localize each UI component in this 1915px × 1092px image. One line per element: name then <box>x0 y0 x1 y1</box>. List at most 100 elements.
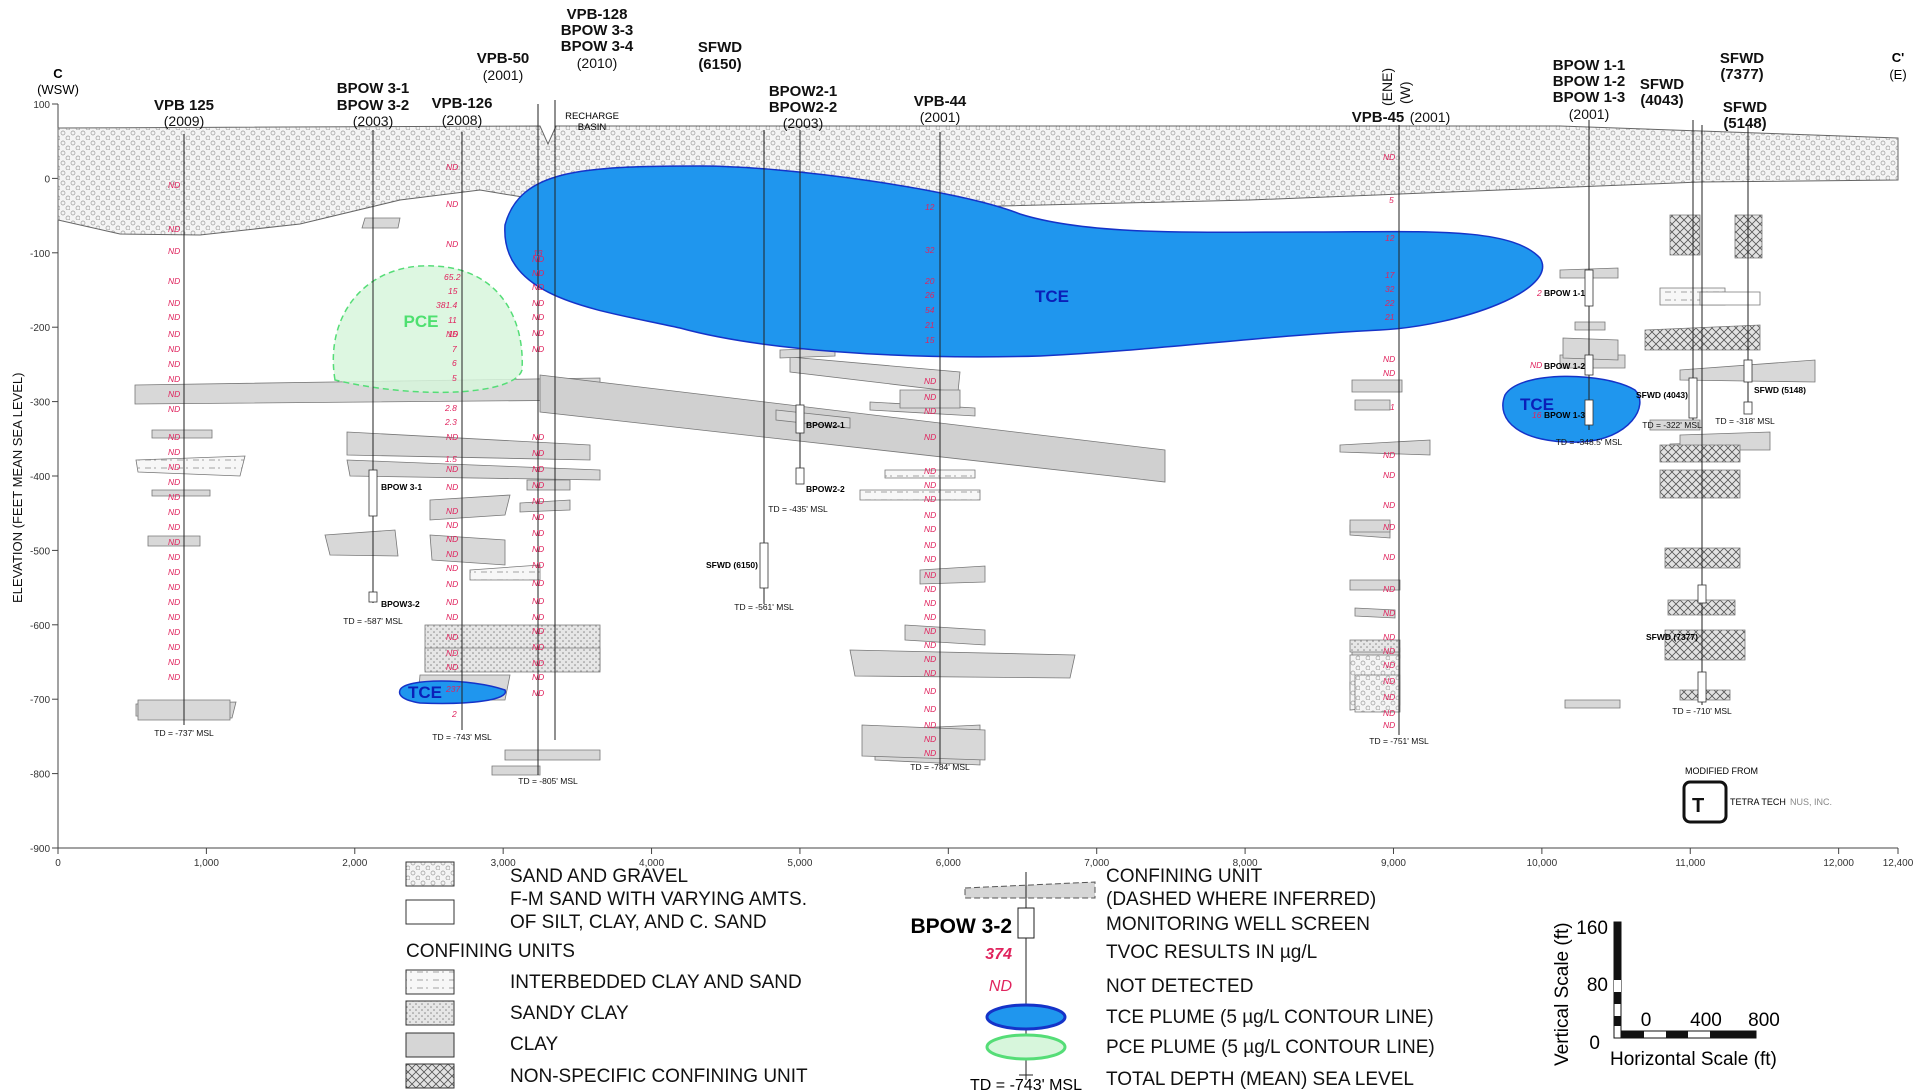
result-value: 32 <box>925 245 935 255</box>
result-value: 7 <box>452 344 457 354</box>
credit: MODIFIED FROM T TETRA TECH NUS, INC. <box>1682 766 1832 824</box>
well-label-bpow32: BPOW 3-2 <box>337 97 410 114</box>
x-tick-label: 10,000 <box>1527 858 1558 869</box>
td-bpow2: TD = -435' MSL <box>768 504 828 514</box>
well-year-vpb44: (2001) <box>920 109 960 125</box>
well-lines <box>183 100 1749 775</box>
y-tick-label: -900 <box>30 844 50 855</box>
nd-marker: ND <box>924 480 936 490</box>
nd-marker: ND <box>1383 354 1395 364</box>
nd-marker: ND <box>1383 660 1395 670</box>
nd-marker: ND <box>168 329 180 339</box>
sand-gravel-layer <box>57 125 1899 236</box>
y-tick-label: -100 <box>30 249 50 260</box>
td-bpow1: TD = -348.5' MSL <box>1556 437 1623 447</box>
nd-marker: ND <box>1383 646 1395 656</box>
section-left-end: C <box>53 66 63 81</box>
td-sfwd6150: TD = -561' MSL <box>734 602 794 612</box>
svg-text:T: T <box>1692 795 1704 817</box>
nd-marker: ND <box>532 328 544 338</box>
section-right-direction: (E) <box>1889 67 1906 82</box>
well-id-sfwd4043: (4043) <box>1640 92 1683 109</box>
nd-marker: ND <box>446 648 458 658</box>
nd-marker: ND <box>168 657 180 667</box>
legend-clay: CLAY <box>510 1034 559 1055</box>
screen-label-bpow32: BPOW3-2 <box>381 599 420 609</box>
section-left-direction: (WSW) <box>37 82 79 97</box>
total-depth-labels: TD = -737' MSL TD = -587' MSL TD = -743'… <box>154 416 1775 786</box>
legend-fm-sand-2: OF SILT, CLAY, AND C. SAND <box>510 912 767 933</box>
legend-well-name: BPOW 3-2 <box>910 915 1012 938</box>
nd-marker: ND <box>532 612 544 622</box>
legend-nonspecific: NON-SPECIFIC CONFINING UNIT <box>510 1066 808 1087</box>
tce-plume-deep <box>398 680 507 705</box>
result-value: 5 <box>1389 195 1394 205</box>
nd-marker: ND <box>924 640 936 650</box>
well-label-sfwd5148: SFWD <box>1723 99 1767 116</box>
result-value: 15 <box>925 335 935 345</box>
nd-marker: ND <box>446 549 458 559</box>
result-value: 381.4 <box>436 300 458 310</box>
nd-marker: ND <box>1383 676 1395 686</box>
tce-plume-east <box>1502 375 1641 443</box>
y-tick-label: 100 <box>33 100 50 111</box>
well-headers: VPB 125 (2009) BPOW 3-1 BPOW 3-2 (2003) … <box>154 6 1767 133</box>
tce-plume-label-deep: TCE <box>408 683 442 702</box>
nd-marker: ND <box>924 668 936 678</box>
nd-marker: ND <box>168 642 180 652</box>
legend-td-value: TD = -743' MSL <box>970 1077 1082 1092</box>
legend-confining-units: CONFINING UNITS <box>406 941 575 962</box>
well-label-vpb45: VPB-45 <box>1352 109 1405 126</box>
well-label-bpow11: BPOW 1-1 <box>1553 57 1626 74</box>
well-year-bpow1: (2001) <box>1569 106 1609 122</box>
td-sfwd7377: TD = -710' MSL <box>1672 706 1732 716</box>
result-value: 15 <box>448 329 458 339</box>
axes: 1000-100-200-300-400-500-600-700-800-900… <box>10 100 1914 869</box>
nd-marker: ND <box>924 510 936 520</box>
x-tick-label: 5,000 <box>787 858 812 869</box>
screen-label-bpow12: BPOW 1-2 <box>1544 361 1585 371</box>
legend-sandy-clay-swatch <box>405 1000 455 1026</box>
vscale-160: 160 <box>1576 918 1608 939</box>
result-value: 5 <box>452 373 457 383</box>
result-value: 21 <box>924 320 935 330</box>
result-value: 54 <box>925 305 935 315</box>
legend-tce: TCE PLUME (5 µg/L CONTOUR LINE) <box>1106 1007 1434 1028</box>
section-right-end: C' <box>1892 50 1904 65</box>
screen-label-bpow11: BPOW 1-1 <box>1544 288 1585 298</box>
screen-label-sfwd5148: SFWD (5148) <box>1754 385 1806 395</box>
nd-marker: ND <box>446 506 458 516</box>
result-value: 13 <box>533 248 543 258</box>
nd-marker: ND <box>532 528 544 538</box>
well-year-vpb50: (2001) <box>483 67 523 83</box>
nd-marker: ND <box>924 686 936 696</box>
nd-marker: ND <box>924 598 936 608</box>
well-year-vpb128: (2010) <box>577 55 617 71</box>
result-value: 12 <box>1385 233 1395 243</box>
screen-label-sfwd7377: SFWD (7377) <box>1646 632 1698 642</box>
tce-plume-label-east: TCE <box>1520 395 1554 414</box>
well-label-sfwd7377: SFWD <box>1720 50 1764 67</box>
well-label-bpow33: BPOW 3-3 <box>561 22 634 39</box>
nd-marker: ND <box>532 496 544 506</box>
nd-marker: ND <box>1383 500 1395 510</box>
tce-plume-label: TCE <box>1035 287 1069 306</box>
nd-marker: ND <box>924 626 936 636</box>
legend-interbedded-swatch <box>405 969 455 995</box>
vscale-0: 0 <box>1589 1033 1600 1054</box>
td-vpb50: TD = -805' MSL <box>518 776 578 786</box>
nd-marker: ND <box>532 344 544 354</box>
result-value: 12 <box>925 202 935 212</box>
td-vpb45: TD = -751' MSL <box>1369 736 1429 746</box>
nd-marker: ND <box>924 392 936 402</box>
legend-screen: MONITORING WELL SCREEN <box>1106 914 1370 935</box>
nd-marker: ND <box>1383 720 1395 730</box>
y-tick-label: -300 <box>30 398 50 409</box>
nd-marker: ND <box>924 704 936 714</box>
nd-marker: ND <box>532 596 544 606</box>
nd-marker: ND <box>532 464 544 474</box>
nd-marker: ND <box>168 612 180 622</box>
result-value: 1.5 <box>445 454 457 464</box>
well-id-sfwd6150: (6150) <box>698 56 741 73</box>
x-tick-label: 0 <box>55 858 61 869</box>
